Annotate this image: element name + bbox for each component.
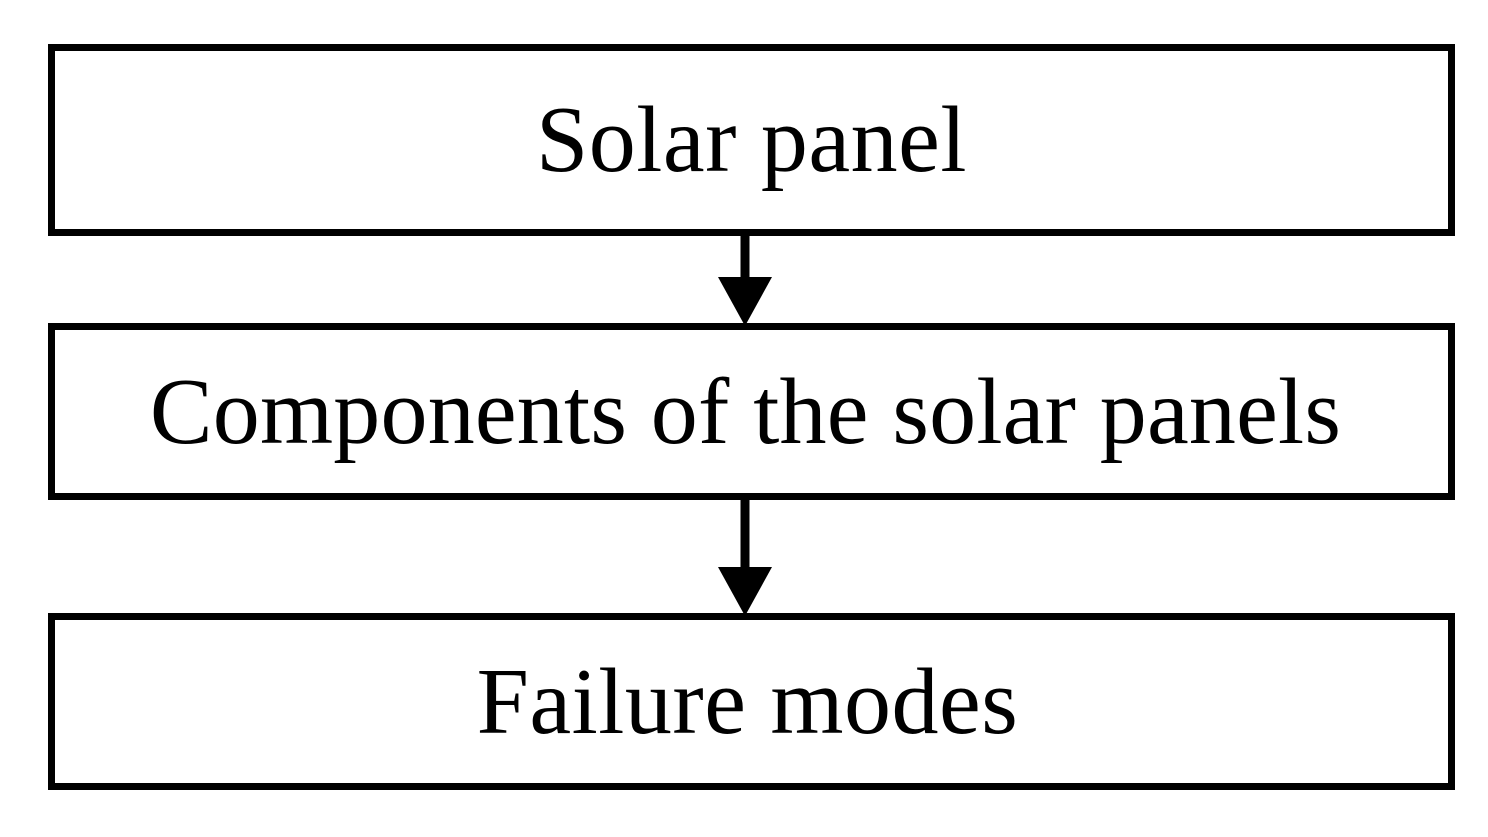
flowchart-node-failure-modes[interactable]: Failure modes — [48, 613, 1455, 790]
node-label: Failure modes — [476, 649, 1019, 754]
flowchart-node-components-of-the-solar-panels[interactable]: Components of the solar panels — [48, 323, 1455, 500]
flowchart-arrow-node2-to-node3 — [0, 493, 1488, 619]
node-label: Components of the solar panels — [149, 359, 1342, 464]
node-label: Solar panel — [536, 88, 967, 192]
flowchart-node-solar-panel[interactable]: Solar panel — [48, 44, 1455, 236]
flowchart-arrow-node1-to-node2 — [0, 229, 1488, 329]
